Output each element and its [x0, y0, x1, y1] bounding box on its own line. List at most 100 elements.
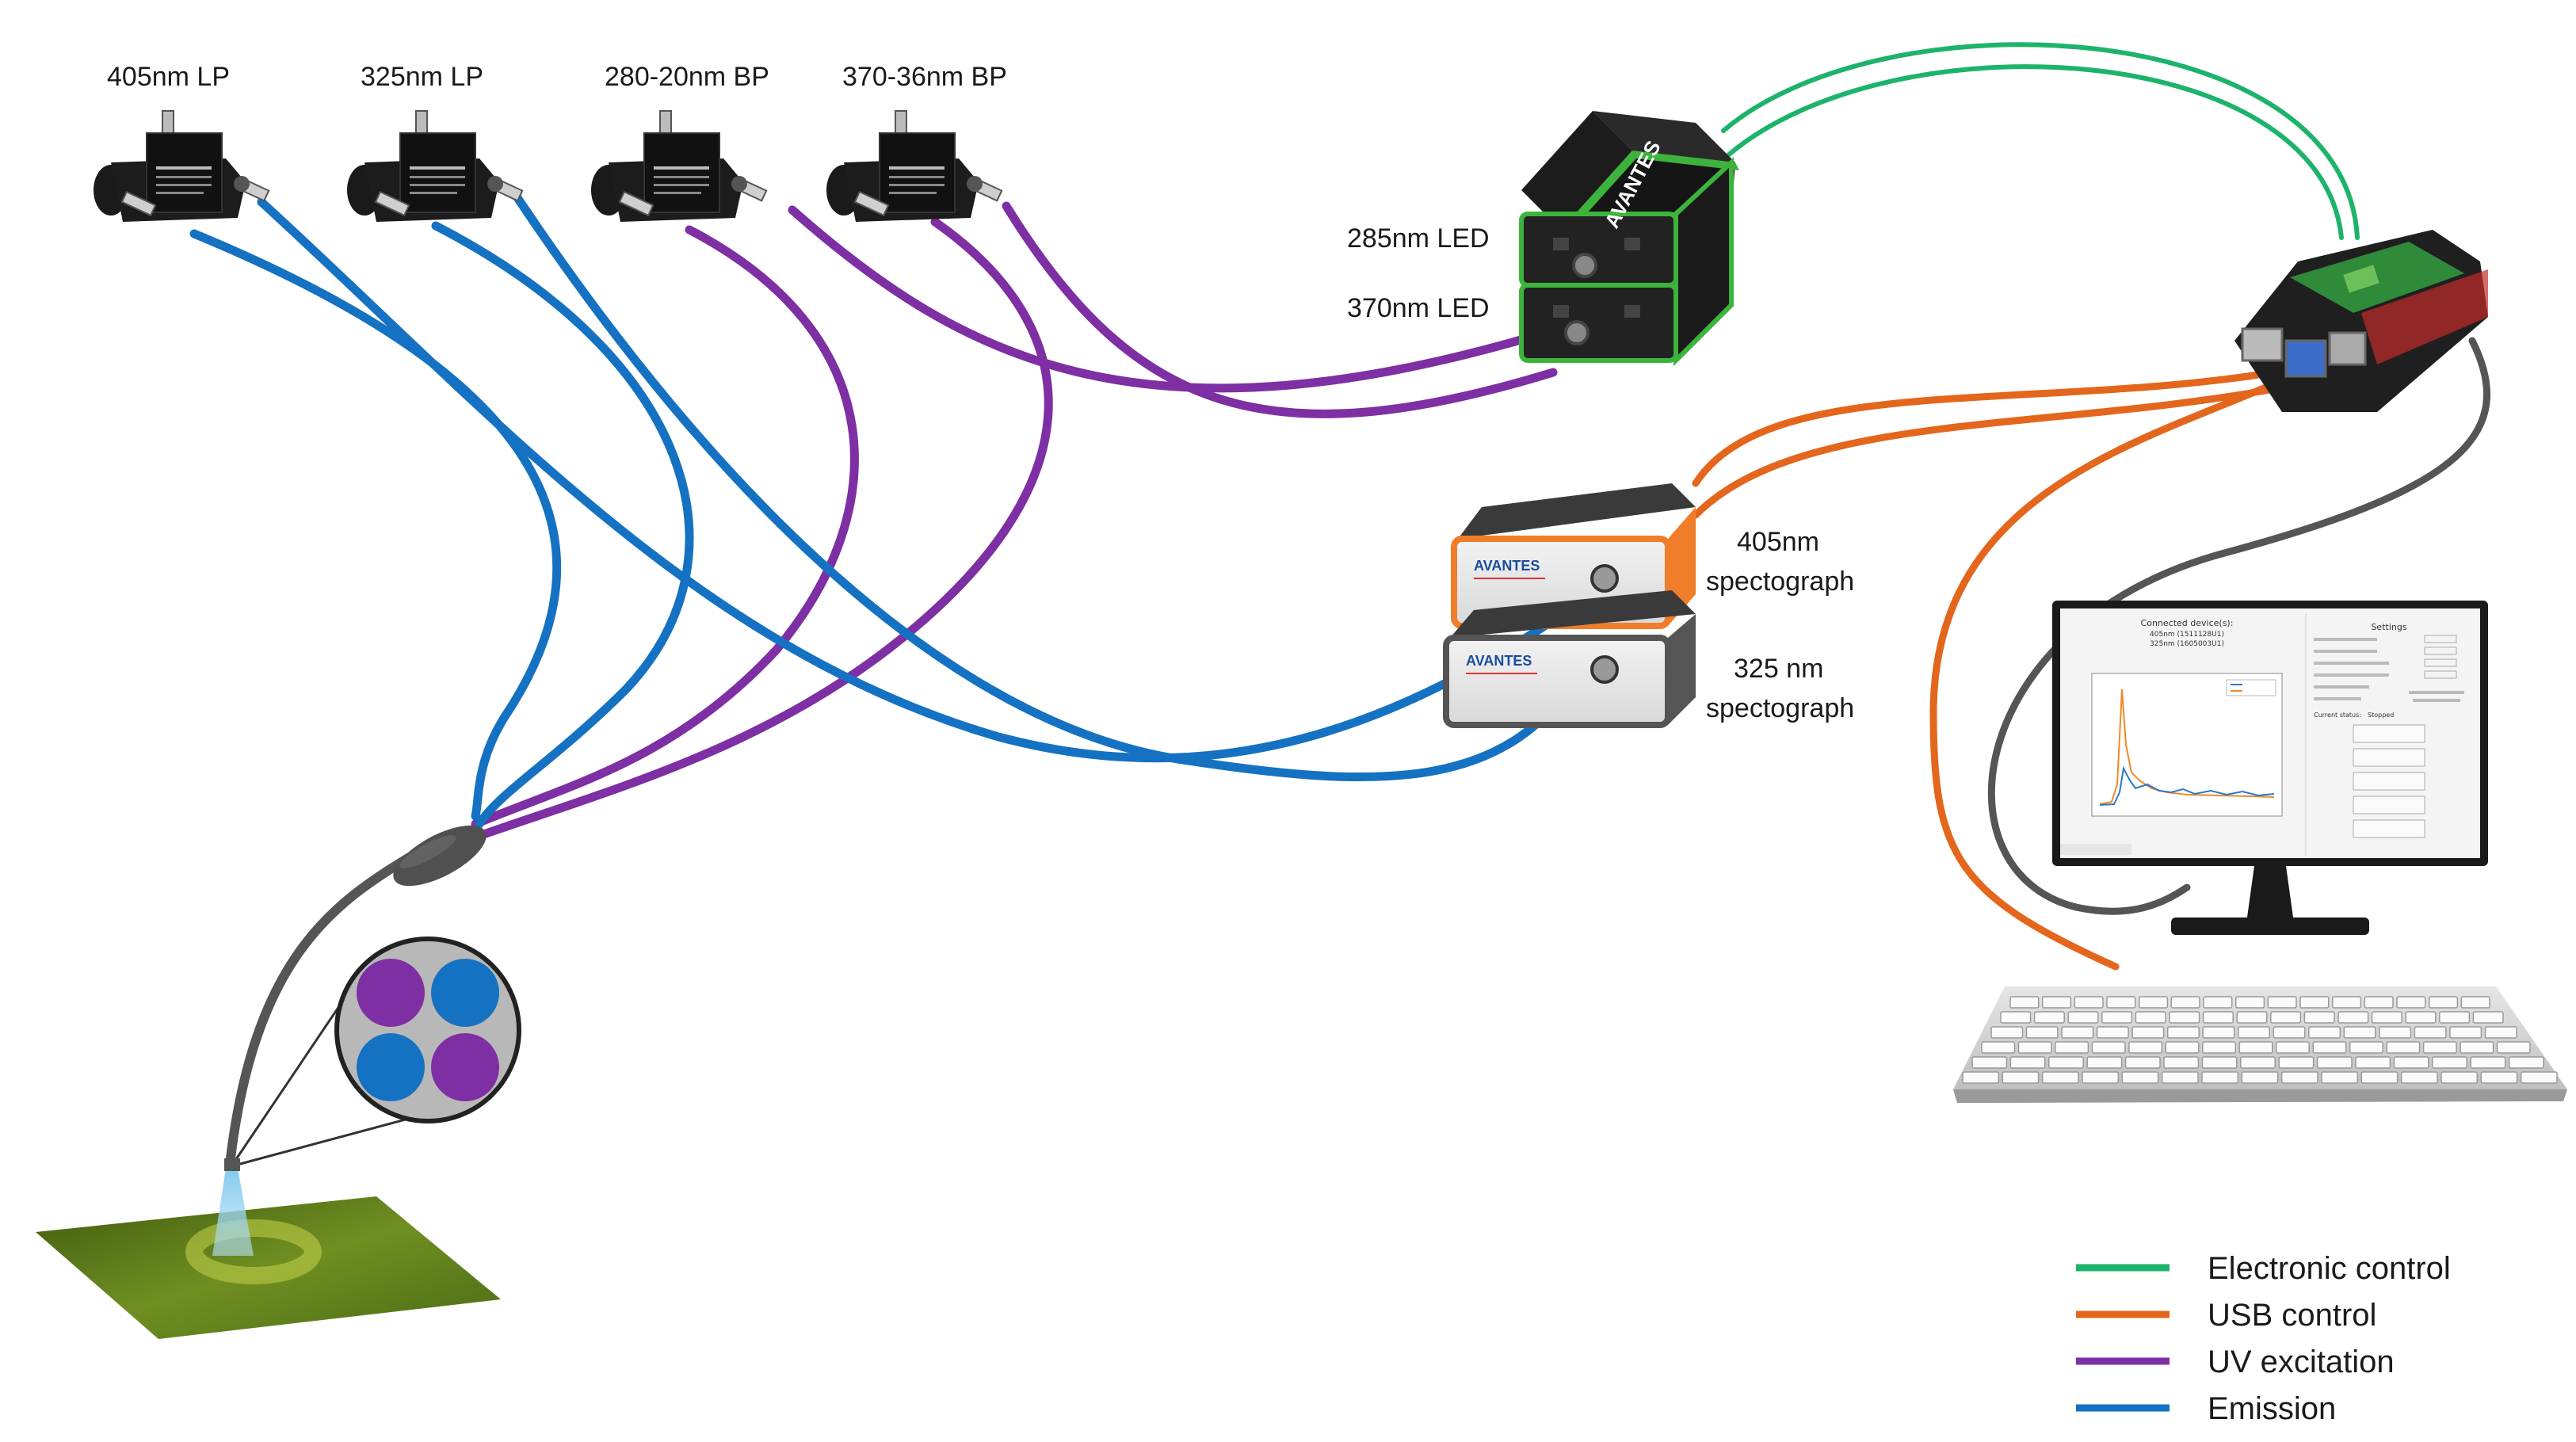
cable-uv-led-2 [1002, 201, 1558, 418]
keyboard-key [2337, 1011, 2369, 1024]
keyboard-key [2343, 1026, 2376, 1039]
keyboard-key [2460, 996, 2490, 1009]
keyboard-key [2386, 1041, 2421, 1054]
screen-button-1[interactable] [2353, 724, 2425, 743]
keyboard-key [2470, 1056, 2506, 1069]
led-unit-370 [1519, 283, 1678, 363]
screen-title-3: 325nm (1605003U1) [2150, 640, 2224, 648]
keyboard-key [2033, 1011, 2065, 1024]
settings-rows [2314, 635, 2464, 702]
keyboard-key [2321, 1071, 2359, 1084]
keyboard-key [2048, 1056, 2084, 1069]
legend-label-emission: Emission [2208, 1391, 2336, 1426]
screen-title-2: 405nm (1511128U1) [2150, 631, 2224, 639]
keyboard-key [2101, 1011, 2133, 1024]
screen-button-3[interactable] [2353, 772, 2425, 791]
screen-plot-orange [2099, 689, 2275, 805]
keyboard-key [2131, 1026, 2165, 1039]
raspberry-pi [2234, 230, 2488, 412]
legend-label-usb: USB control [2208, 1298, 2376, 1333]
filter-label-4: 370-36nm BP [842, 62, 1007, 92]
filter-holder-3 [591, 110, 768, 222]
keyboard-key [2067, 1011, 2099, 1024]
led-units: AVANTES [1519, 111, 1739, 367]
cable-monitor [1987, 337, 2491, 915]
keyboard-key [2241, 1071, 2279, 1084]
filter-label-2: 325nm LP [361, 62, 483, 92]
led-label-370: 370nm LED [1347, 293, 1490, 323]
fiber-cross-section [230, 937, 521, 1168]
keyboard-key [2360, 1071, 2399, 1084]
screen-settings-title: Settings [2371, 622, 2406, 632]
keyboard-key [2400, 1071, 2438, 1084]
keyboard-key [2312, 1041, 2347, 1054]
screen-plot [2091, 673, 2283, 817]
cable-electronic-1 [1721, 42, 2360, 240]
keyboard-key [2202, 1026, 2235, 1039]
keyboard-key [2201, 1071, 2239, 1084]
spectro-label-405-line2: spectograph [1706, 566, 1854, 597]
keyboard-key [2124, 1056, 2161, 1069]
keyboard-key [2414, 1026, 2447, 1039]
screen-button-4[interactable] [2353, 795, 2425, 814]
spectro-brand-2: AVANTES [1466, 653, 1532, 669]
keyboard-keys [1962, 996, 2558, 1084]
screen-title-1: Connected device(s): [2141, 618, 2234, 628]
keyboard-key [2161, 1071, 2199, 1084]
keyboard-key [2240, 1056, 2276, 1069]
keyboard-key [2086, 1056, 2123, 1069]
monitor: Connected device(s): 405nm (1511128U1) 3… [2052, 601, 2488, 935]
screen-status-value: Stopped [2368, 711, 2394, 719]
led-unit-285 [1519, 212, 1678, 288]
cable-emission-1 [189, 229, 562, 821]
keyboard-key [2121, 1071, 2159, 1084]
keyboard-key [1971, 1056, 2008, 1069]
legend-label-electronic: Electronic control [2208, 1251, 2451, 1286]
keyboard-key [2009, 1056, 2046, 1069]
filter-holder-2 [347, 110, 524, 222]
cables [189, 42, 2491, 1169]
keyboard-key [1990, 1026, 2024, 1039]
screen-button-5[interactable] [2353, 819, 2425, 838]
grass-sample [36, 1158, 501, 1339]
cable-usb-keyboard [1929, 376, 2286, 971]
keyboard-key [2203, 996, 2233, 1009]
screen-button-2[interactable] [2353, 748, 2425, 767]
keyboard-key [2460, 1041, 2494, 1054]
keyboard-key [2278, 1056, 2315, 1069]
keyboard-key [2273, 1026, 2306, 1039]
keyboard-key [2237, 1026, 2270, 1039]
keyboard-key [2041, 996, 2072, 1009]
keyboard-key [2128, 1041, 2163, 1054]
cable-electronic-2 [1727, 64, 2344, 240]
keyboard-key [2405, 1011, 2437, 1024]
keyboard-key [2432, 1056, 2467, 1069]
spectrographs: AVANTES AVANTES [1443, 483, 1696, 728]
keyboard-key [2267, 996, 2297, 1009]
cable-emission-spectro-2 [510, 189, 1582, 782]
keyboard-key [1981, 1041, 2016, 1054]
keyboard-key [2472, 1011, 2504, 1024]
keyboard-key [2331, 996, 2362, 1009]
spectro-brand-1: AVANTES [1474, 558, 1540, 574]
cable-emission-2 [431, 221, 694, 829]
spectro-label-405-line1: 405nm [1737, 527, 1819, 557]
keyboard-key [2393, 1056, 2429, 1069]
cable-probe [225, 851, 417, 1169]
keyboard-key [2364, 996, 2394, 1009]
keyboard-key [2280, 1071, 2318, 1084]
legend-label-uv: UV excitation [2208, 1345, 2395, 1379]
keyboard-key [2041, 1071, 2079, 1084]
keyboard-key [2238, 1041, 2273, 1054]
keyboard-key [2138, 996, 2169, 1009]
keyboard-key [2169, 1011, 2200, 1024]
keyboard-key [2308, 1026, 2341, 1039]
keyboard-key [2002, 1071, 2040, 1084]
spectrograph-325 [1443, 635, 1671, 728]
cable-usb-spectro-1 [1692, 368, 2278, 487]
keyboard-key [2428, 996, 2459, 1009]
excitation-beam [212, 1169, 254, 1256]
screen-plot-blue [2099, 765, 2275, 806]
keyboard-key [2170, 996, 2200, 1009]
spectro-label-325-line2: spectograph [1706, 693, 1854, 723]
